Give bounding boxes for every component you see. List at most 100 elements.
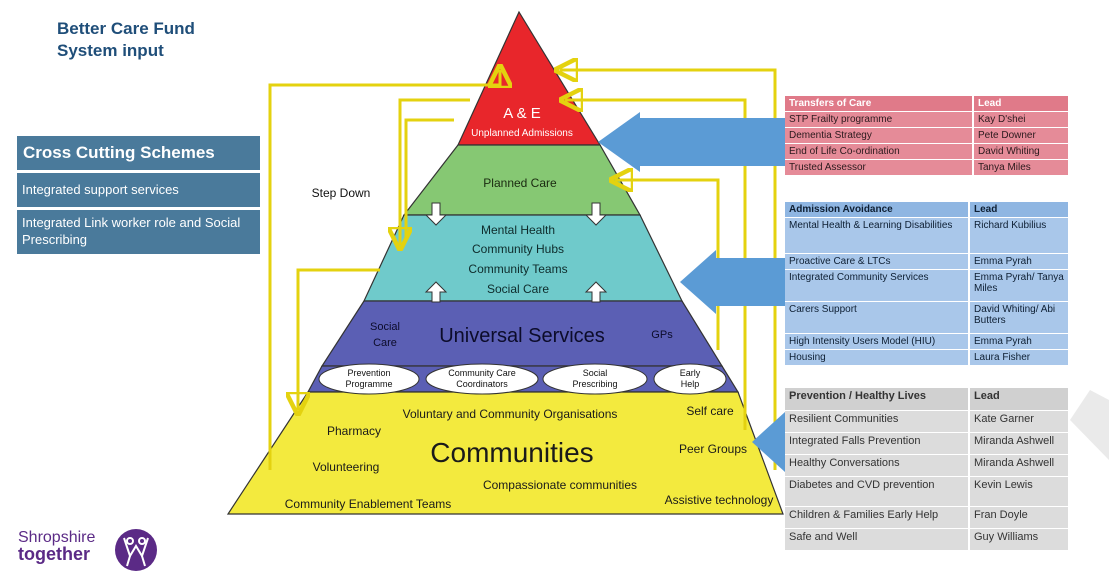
yellow-loop-outer-left: [268, 70, 500, 470]
lead-cell: David Whiting/ Abi Butters: [969, 301, 1068, 334]
lead-cell: Laura Fisher: [969, 349, 1068, 366]
universal-title: Universal Services: [439, 325, 605, 347]
lead-cell: Tanya Miles: [973, 159, 1068, 176]
page-title: Better Care Fund System input: [57, 18, 195, 62]
down-arrow-icon: [424, 202, 448, 226]
step-down-label: Step Down: [312, 186, 371, 200]
blue-arrow-prevention-icon: [752, 412, 790, 472]
scheme-cell: End of Life Co-ordination: [785, 143, 974, 160]
middle-item: Social Care: [487, 282, 549, 296]
table-header-row: Prevention / Healthy Lives Lead: [785, 388, 1068, 411]
scheme-cell: STP Frailty programme: [785, 111, 974, 128]
up-arrow-icon: [424, 281, 448, 303]
lead-cell: Kate Garner: [969, 410, 1068, 433]
table-header: Admission Avoidance: [785, 202, 970, 218]
logo-line-1: Shropshire: [18, 529, 96, 546]
planned-care-label: Planned Care: [483, 176, 557, 190]
lead-cell: Guy Williams: [969, 528, 1068, 551]
ae-sub: Unplanned Admissions: [471, 128, 573, 139]
scheme-cell: Housing: [785, 349, 970, 366]
lead-cell: Kevin Lewis: [969, 476, 1068, 507]
scheme-cell: Children & Families Early Help: [785, 506, 970, 529]
table-header: Prevention / Healthy Lives: [785, 388, 970, 411]
table-header: Lead: [969, 202, 1068, 218]
scheme-cell: Proactive Care & LTCs: [785, 253, 970, 270]
tier-ae: [457, 10, 602, 146]
table-header: Transfers of Care: [785, 96, 974, 112]
cross-cutting-item: Integrated Link worker role and Social P…: [17, 210, 260, 254]
scheme-cell: Mental Health & Learning Disabilities: [785, 217, 970, 254]
ae-title: A & E: [503, 105, 541, 122]
scheme-cell: Dementia Strategy: [785, 127, 974, 144]
oval-prevention-programme: [318, 363, 420, 395]
up-arrow-icon: [584, 281, 608, 303]
oval-social-prescribing: [542, 363, 648, 395]
oval-text: Community Care: [448, 368, 516, 378]
communities-item: Volunteering: [313, 460, 380, 474]
middle-item: Mental Health: [481, 223, 555, 237]
oval-text: Help: [681, 379, 700, 389]
oval-text: Prevention: [347, 368, 390, 378]
scheme-cell: Diabetes and CVD prevention: [785, 476, 970, 507]
lead-cell: Emma Pyrah/ Tanya Miles: [969, 269, 1068, 302]
logo-wordmark: Shropshire together: [18, 529, 95, 563]
middle-item: Community Hubs: [472, 242, 564, 256]
scheme-cell: Integrated Falls Prevention: [785, 432, 970, 455]
lead-cell: Fran Doyle: [969, 506, 1068, 529]
yellow-left-down: [296, 268, 380, 410]
lead-cell: Emma Pyrah: [969, 333, 1068, 350]
blue-arrow-transfers-icon: [598, 112, 786, 172]
lead-cell: Miranda Ashwell: [969, 454, 1068, 477]
oval-text: Prescribing: [572, 379, 617, 389]
down-arrow-icon: [584, 202, 608, 226]
social-care-label: Social: [370, 321, 400, 333]
social-care-label-2: Care: [373, 337, 397, 349]
middle-item: Community Teams: [468, 262, 567, 276]
yellow-inner-left: [404, 118, 454, 240]
lead-cell: Kay D'shei: [973, 111, 1068, 128]
title-line-1: Better Care Fund: [57, 19, 195, 38]
lead-cell: Emma Pyrah: [969, 253, 1068, 270]
gps-label: GPs: [651, 329, 673, 341]
communities-item: Assistive technology: [665, 493, 774, 507]
communities-item: Pharmacy: [327, 424, 381, 438]
table-header: Lead: [969, 388, 1068, 411]
lead-cell: Richard Kubilius: [969, 217, 1068, 254]
scheme-cell: Trusted Assessor: [785, 159, 974, 176]
oval-text: Programme: [345, 379, 392, 389]
cross-cutting-item: Integrated support services: [17, 173, 260, 207]
oval-text: Early: [680, 368, 701, 378]
logo-line-2: together: [18, 544, 90, 564]
communities-item: Voluntary and Community Organisations: [403, 407, 618, 421]
admission-avoidance-table: Admission Avoidance Lead Mental Health &…: [785, 202, 1068, 366]
table-row: High Intensity Users Model (HIU)Emma Pyr…: [785, 333, 1068, 350]
scheme-cell: High Intensity Users Model (HIU): [785, 333, 970, 350]
yellow-step-down-right: [565, 100, 747, 430]
title-line-2: System input: [57, 41, 164, 60]
oval-text: Social: [583, 368, 608, 378]
scheme-cell: Integrated Community Services: [785, 269, 970, 302]
oval-text: Coordinators: [456, 379, 508, 389]
scheme-cell: Carers Support: [785, 301, 970, 334]
communities-title: Communities: [430, 437, 593, 468]
blue-arrow-admission-icon: [680, 250, 786, 314]
page-corner-decoration: [1070, 390, 1109, 460]
cross-cutting-heading: Cross Cutting Schemes: [17, 136, 260, 170]
scheme-cell: Healthy Conversations: [785, 454, 970, 477]
table-header-row: Transfers of Care Lead: [785, 96, 1068, 112]
transfers-of-care-table: Transfers of Care Lead STP Frailty progr…: [785, 96, 1068, 176]
table-header: Lead: [973, 96, 1068, 112]
lead-cell: Pete Downer: [973, 127, 1068, 144]
